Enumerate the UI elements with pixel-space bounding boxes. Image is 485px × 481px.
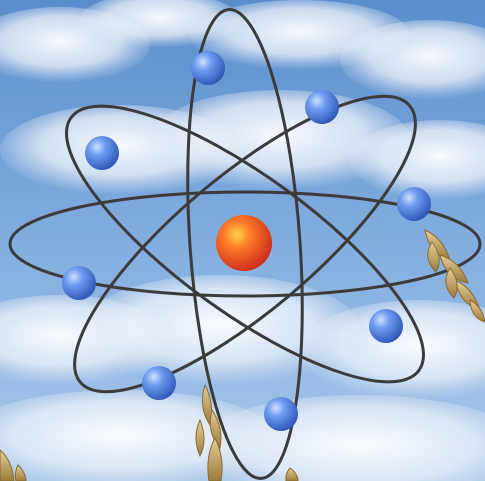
electron bbox=[142, 366, 176, 400]
electron bbox=[85, 136, 119, 170]
electron bbox=[397, 187, 431, 221]
electron bbox=[369, 309, 403, 343]
electron bbox=[305, 90, 339, 124]
electron bbox=[264, 397, 298, 431]
electron bbox=[62, 266, 96, 300]
nucleus bbox=[216, 215, 272, 271]
electron bbox=[191, 51, 225, 85]
